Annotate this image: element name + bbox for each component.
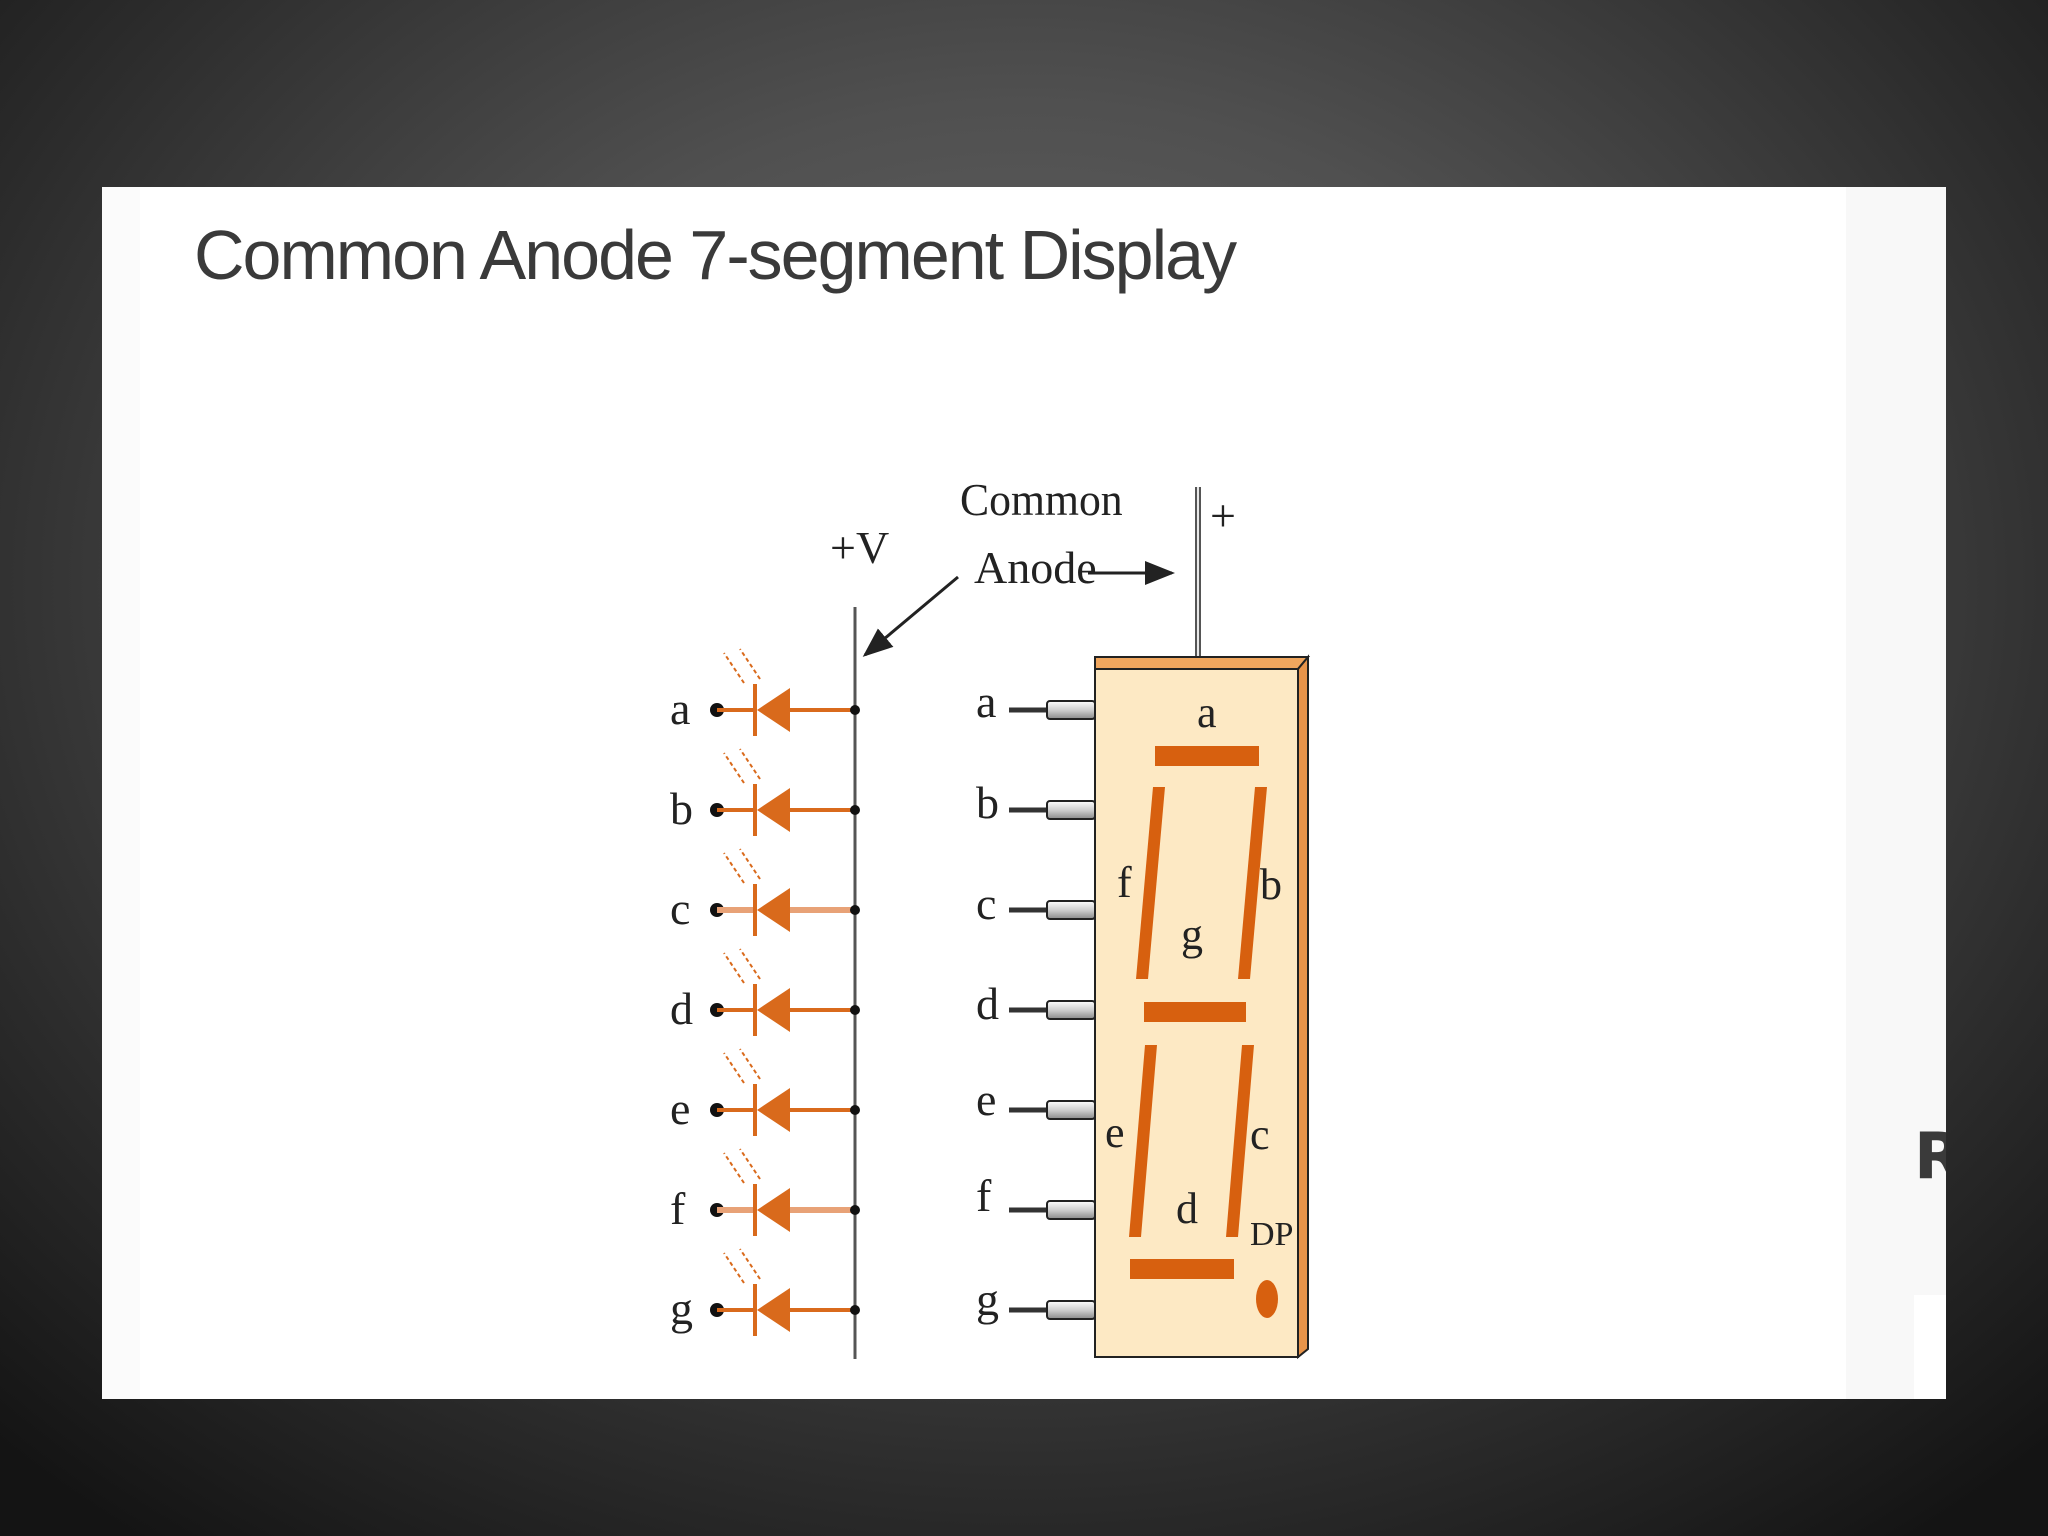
content-area	[140, 187, 1846, 1399]
pin: c	[976, 878, 1096, 929]
segment-label-d: d	[1176, 1184, 1198, 1233]
led-label: c	[670, 883, 690, 934]
display-package: a f b g e c d DP	[1094, 654, 1311, 1360]
segment-e	[1129, 1045, 1157, 1237]
pin: g	[976, 1274, 1096, 1325]
callout-arrow-to-rail	[862, 575, 959, 657]
slide-title: Common Anode 7-segment Display	[194, 216, 1237, 294]
led-light-arrow	[723, 952, 745, 984]
seven-segment-diagram: +V Common Anode + a b	[670, 474, 1311, 1360]
led-junction-dot	[850, 1105, 860, 1115]
pin-label: e	[976, 1074, 996, 1125]
led-diode-triangle	[757, 1088, 790, 1132]
led-junction-dot	[850, 1205, 860, 1215]
segment-a	[1155, 746, 1259, 766]
segment-d	[1130, 1259, 1234, 1279]
pin: e	[976, 1074, 1096, 1125]
pin: b	[976, 777, 1096, 828]
pin-body	[1046, 1300, 1096, 1320]
slide-panel: R Common Anode 7-segment Display +V Comm…	[102, 187, 1946, 1399]
led-label: b	[670, 783, 693, 834]
segment-label-g: g	[1181, 910, 1203, 959]
pin-body	[1046, 800, 1096, 820]
pin-label: a	[976, 676, 996, 727]
led-array: a b c	[670, 648, 860, 1336]
pin-label: g	[976, 1274, 999, 1325]
led-junction-dot	[850, 705, 860, 715]
segment-label-dp: DP	[1250, 1216, 1293, 1253]
led-diode-triangle	[757, 988, 790, 1032]
led-junction-dot	[850, 905, 860, 915]
pin-label: b	[976, 777, 999, 828]
led-row: c	[670, 848, 860, 936]
led-label: f	[670, 1183, 686, 1234]
segment-b	[1238, 787, 1267, 979]
pin-label: c	[976, 878, 996, 929]
led-row: d	[670, 948, 860, 1036]
led-light-arrow	[723, 1052, 745, 1084]
side-strip	[1846, 187, 1946, 1399]
segment-g	[1144, 1002, 1246, 1022]
led-junction-dot	[850, 1005, 860, 1015]
led-diode-triangle	[757, 1188, 790, 1232]
segment-label-b: b	[1260, 860, 1282, 909]
pin-label: d	[976, 978, 999, 1029]
pin-body	[1046, 900, 1096, 920]
plus-label: +	[1210, 490, 1236, 541]
led-light-arrow	[723, 652, 745, 684]
led-light-arrow	[739, 648, 761, 680]
pin: a	[976, 676, 1096, 727]
pin-body	[1046, 1200, 1096, 1220]
callout-common: Common	[960, 474, 1123, 525]
led-light-arrow	[739, 748, 761, 780]
callout-anode: Anode	[974, 542, 1097, 593]
segment-f	[1136, 787, 1165, 979]
led-diode-triangle	[757, 688, 790, 732]
pin-body	[1046, 1000, 1096, 1020]
pin-label: f	[976, 1170, 992, 1221]
segment-label-c: c	[1250, 1110, 1270, 1159]
led-light-arrow	[723, 1152, 745, 1184]
pin-body	[1046, 1100, 1096, 1120]
led-light-arrow	[739, 1248, 761, 1280]
led-light-arrow	[739, 1148, 761, 1180]
led-row: e	[670, 1048, 860, 1136]
led-light-arrow	[723, 852, 745, 884]
led-junction-dot	[850, 805, 860, 815]
pin-body	[1046, 700, 1096, 720]
led-diode-triangle	[757, 1288, 790, 1332]
led-light-arrow	[723, 752, 745, 784]
led-row: g	[670, 1248, 860, 1336]
pin-array: a b c d e	[976, 676, 1096, 1325]
led-light-arrow	[739, 948, 761, 980]
led-label: d	[670, 983, 693, 1034]
led-light-arrow	[723, 1252, 745, 1284]
led-label: g	[670, 1283, 693, 1334]
segment-label-a: a	[1197, 688, 1217, 737]
segment-dp	[1256, 1280, 1278, 1318]
led-light-arrow	[739, 1048, 761, 1080]
package-top-face	[1094, 656, 1311, 670]
led-diode-triangle	[757, 888, 790, 932]
led-row: f	[670, 1148, 860, 1236]
package-side-face	[1297, 654, 1309, 1360]
segment-label-f: f	[1117, 858, 1132, 907]
led-row: b	[670, 748, 860, 836]
segment-label-e: e	[1105, 1108, 1125, 1157]
led-junction-dot	[850, 1305, 860, 1315]
pin: f	[976, 1170, 1096, 1221]
led-diode-triangle	[757, 788, 790, 832]
led-row: a	[670, 648, 860, 736]
led-label: e	[670, 1083, 690, 1134]
supply-label: +V	[830, 522, 889, 573]
led-label: a	[670, 683, 690, 734]
side-white-block	[1914, 1295, 1946, 1399]
pin: d	[976, 978, 1096, 1029]
led-light-arrow	[739, 848, 761, 880]
segment-c	[1226, 1045, 1254, 1237]
side-letter: R	[1914, 1120, 1946, 1194]
